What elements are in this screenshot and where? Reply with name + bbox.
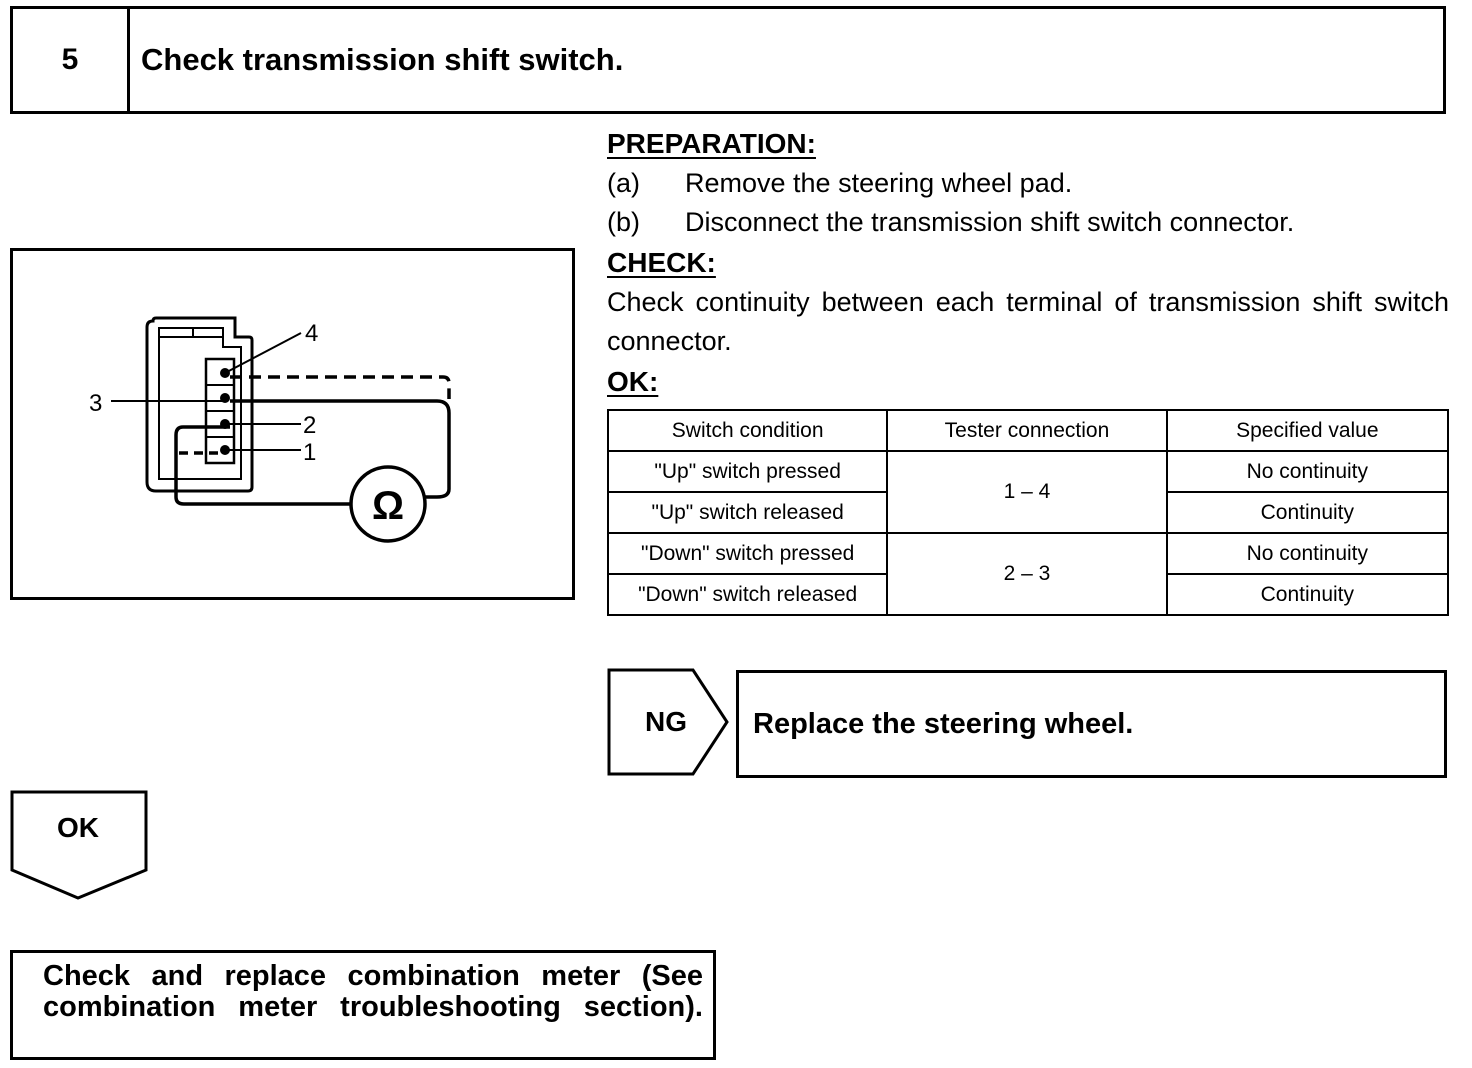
cell-value: No continuity — [1165, 532, 1450, 575]
cell-value: Continuity — [1165, 573, 1450, 616]
column-header: Tester connection — [886, 409, 1168, 452]
step-label: (a) — [607, 168, 640, 198]
step-title: Check transmission shift switch. — [141, 42, 624, 77]
cell-connection: 2 – 3 — [886, 532, 1168, 616]
ok-label: OK — [57, 812, 99, 843]
ok-arrow-shape — [10, 790, 148, 900]
ng-label: NG — [645, 706, 687, 737]
preparation-step-b: (b) Disconnect the transmission shift sw… — [607, 203, 1447, 242]
leader-line-4 — [224, 332, 302, 374]
step-number: 5 — [13, 9, 130, 111]
cell-condition: "Up" switch released — [606, 491, 889, 534]
cell-connection: 1 – 4 — [886, 450, 1168, 534]
column-header: Specified value — [1165, 409, 1450, 452]
table-row: "Up" switch released Continuity — [606, 491, 1450, 534]
table-row: "Down" switch released Continuity — [606, 573, 1450, 616]
step-label: (b) — [607, 207, 640, 237]
terminal-label-1: 1 — [303, 439, 316, 466]
cell-condition: "Down" switch released — [606, 573, 889, 616]
spec-table: Switch condition Tester connection Speci… — [606, 409, 1450, 616]
cell-condition: "Down" switch pressed — [606, 532, 889, 575]
preparation-step-a: (a) Remove the steering wheel pad. — [607, 164, 1447, 203]
connector-inner — [158, 327, 242, 480]
ok-action-line-1: Check and replace combination meter (See — [43, 960, 703, 992]
wire-right — [230, 399, 451, 499]
ok-heading: OK: — [607, 366, 659, 397]
ng-action-box: Replace the steering wheel. — [736, 670, 1447, 778]
check-section: CHECK: Check continuity between each ter… — [607, 243, 1449, 361]
check-heading: CHECK: — [607, 247, 716, 278]
ok-action-box: Check and replace combination meter (See… — [10, 950, 716, 1060]
ng-arrow-shape — [607, 668, 729, 776]
cell-condition: "Up" switch pressed — [606, 450, 889, 493]
step-text: Disconnect the transmission shift switch… — [685, 207, 1295, 237]
preparation-section: PREPARATION: (a) Remove the steering whe… — [607, 124, 1447, 242]
cell-value: No continuity — [1165, 450, 1450, 493]
dashed-wire-top — [230, 375, 451, 399]
step-text: Remove the steering wheel pad. — [685, 168, 1073, 198]
connector-diagram: 4 3 2 1 Ω — [10, 248, 575, 600]
terminal-label-4: 4 — [305, 320, 318, 347]
step-header: 5 Check transmission shift switch. — [10, 6, 1446, 114]
arrow-right-icon — [607, 668, 729, 776]
wire-left — [174, 425, 351, 506]
connector-housing — [145, 316, 254, 493]
column-header: Switch condition — [606, 409, 889, 452]
connector-diagram-svg: 4 3 2 1 Ω — [89, 316, 451, 543]
ohm-icon: Ω — [372, 484, 404, 528]
spec-table-wrap: Switch condition Tester connection Speci… — [606, 409, 1450, 616]
ng-arrow: NG — [607, 666, 731, 778]
table-row: "Up" switch pressed 1 – 4 No continuity — [606, 450, 1450, 534]
check-text: Check continuity between each terminal o… — [607, 287, 1449, 356]
terminal-label-2: 2 — [303, 412, 316, 439]
terminal-label-3: 3 — [89, 390, 102, 417]
ohmmeter-circle — [349, 465, 427, 543]
arrow-down-icon — [10, 790, 148, 900]
ok-action-line-2: combination meter troubleshooting sectio… — [43, 991, 703, 1023]
cell-value: Continuity — [1165, 491, 1450, 534]
table-header-row: Switch condition Tester connection Speci… — [606, 409, 1450, 452]
preparation-heading: PREPARATION: — [607, 128, 816, 159]
table-row: "Down" switch pressed 2 – 3 No continuit… — [606, 532, 1450, 616]
ok-arrow: OK — [10, 790, 150, 902]
